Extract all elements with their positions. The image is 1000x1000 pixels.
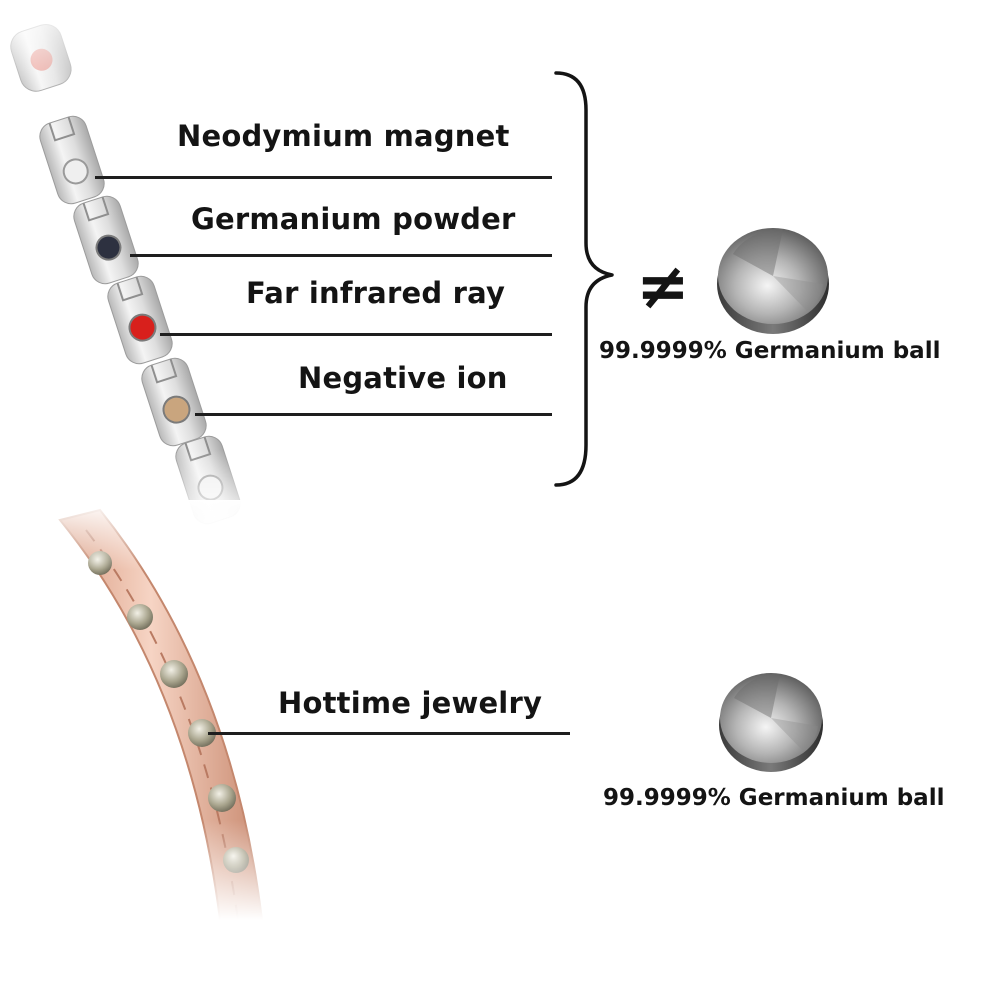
label-germanium-powder: Germanium powder <box>191 202 516 236</box>
rose-gold-bracelet <box>0 500 300 920</box>
label-hottime-jewelry: Hottime jewelry <box>278 686 543 720</box>
leader-line-far-infrared <box>160 333 552 336</box>
label-neodymium-magnet: Neodymium magnet <box>177 119 510 153</box>
leader-line-negative-ion <box>195 413 552 416</box>
germanium-disc-icon-bottom <box>719 673 823 772</box>
label-far-infrared-ray: Far infrared ray <box>246 276 506 310</box>
silver-magnetic-bracelet <box>0 0 300 530</box>
germanium-ball-caption-bottom: 99.9999% Germanium ball <box>603 785 945 811</box>
leader-line-germanium <box>130 254 552 257</box>
leader-line-hottime <box>208 732 570 735</box>
label-negative-ion: Negative ion <box>298 361 508 395</box>
leader-line-neodymium <box>95 176 552 179</box>
germanium-disc-icon <box>717 228 829 334</box>
curly-brace-icon <box>554 71 614 487</box>
germanium-ball-caption-top: 99.9999% Germanium ball <box>599 338 941 364</box>
not-equal-symbol: ≠ <box>636 250 690 324</box>
